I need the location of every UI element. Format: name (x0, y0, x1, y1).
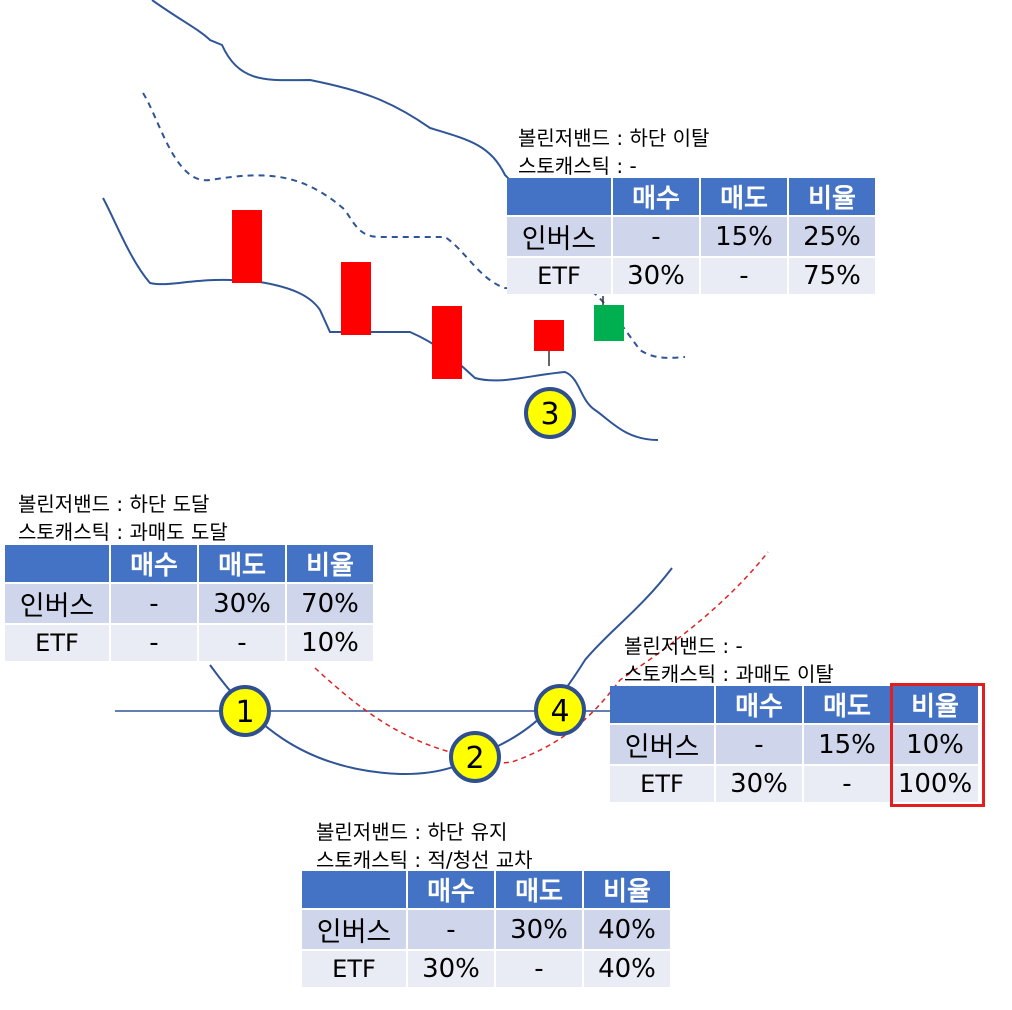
col-buy: 매수 (716, 686, 802, 723)
marker-1-label: 1 (235, 695, 254, 730)
buy-value: - (111, 625, 197, 661)
step-marker-1: 1 (219, 685, 271, 737)
stochastic-status: 스토캐스틱 : 과매도 도달 (18, 520, 228, 544)
bearish-candle (341, 262, 371, 335)
col-sell: 매도 (804, 686, 890, 723)
bollinger-upper-band (151, 0, 526, 196)
col-ratio: 비율 (584, 871, 670, 908)
panel-4-table: 매수 매도 비율 인버스 - 15% 10% ETF 30% - 100% (608, 684, 980, 804)
sell-value: 15% (701, 217, 787, 256)
ratio-value: 10% (287, 625, 373, 661)
table-corner (302, 871, 406, 908)
panel-2-note: 볼린저밴드 : 하단 유지 스토캐스틱 : 적/청선 교차 (316, 818, 533, 874)
ratio-value: 40% (584, 951, 670, 987)
buy-value: 30% (408, 951, 494, 987)
bollinger-status: 볼린저밴드 : 하단 유지 (316, 820, 508, 844)
ratio-value: 100% (892, 766, 978, 802)
sell-value: - (199, 625, 285, 661)
bollinger-lower-band (102, 197, 659, 441)
stochastic-status: 스토캐스틱 : 과매도 이탈 (624, 662, 834, 686)
col-ratio: 비율 (789, 178, 875, 215)
bollinger-middle-band (142, 92, 686, 359)
panel-1-note: 볼린저밴드 : 하단 도달 스토캐스틱 : 과매도 도달 (18, 490, 228, 546)
bearish-candle (534, 320, 564, 351)
panel-3-note: 볼린저밴드 : 하단 이탈 스토캐스틱 : - (518, 124, 709, 180)
step-marker-3: 3 (524, 387, 576, 439)
ratio-value: 40% (584, 910, 670, 949)
bearish-candle (232, 210, 262, 283)
marker-2-label: 2 (465, 741, 484, 776)
ratio-value: 25% (789, 217, 875, 256)
marker-4-label: 4 (550, 694, 569, 729)
col-sell: 매도 (701, 178, 787, 215)
row-label: 인버스 (302, 910, 406, 949)
bollinger-status: 볼린저밴드 : - (624, 634, 743, 658)
sell-value: - (701, 258, 787, 294)
stochastic-status: 스토캐스틱 : 적/청선 교차 (316, 848, 533, 872)
marker-3-label: 3 (540, 397, 559, 432)
sell-value: 15% (804, 725, 890, 764)
buy-value: - (111, 584, 197, 623)
table-row: 인버스 - 30% 40% (302, 910, 670, 949)
ratio-value: 75% (789, 258, 875, 294)
col-buy: 매수 (111, 545, 197, 582)
row-label: 인버스 (507, 217, 611, 256)
row-label: ETF (610, 766, 714, 802)
col-ratio: 비율 (892, 686, 978, 723)
row-label: ETF (5, 625, 109, 661)
row-label: ETF (302, 951, 406, 987)
panel-2-table: 매수 매도 비율 인버스 - 30% 40% ETF 30% - 40% (300, 869, 672, 989)
buy-value: - (408, 910, 494, 949)
table-row: ETF - - 10% (5, 625, 373, 661)
panel-1-table: 매수 매도 비율 인버스 - 30% 70% ETF - - 10% (3, 543, 375, 663)
bollinger-status: 볼린저밴드 : 하단 도달 (18, 492, 210, 516)
table-row: ETF 30% - 40% (302, 951, 670, 987)
row-label: ETF (507, 258, 611, 294)
col-sell: 매도 (199, 545, 285, 582)
ratio-value: 70% (287, 584, 373, 623)
table-row: 인버스 - 15% 10% (610, 725, 978, 764)
table-row: ETF 30% - 100% (610, 766, 978, 802)
table-corner (5, 545, 109, 582)
buy-value: - (716, 725, 802, 764)
sell-value: 30% (496, 910, 582, 949)
table-row: 인버스 - 30% 70% (5, 584, 373, 623)
panel-3-table: 매수 매도 비율 인버스 - 15% 25% ETF 30% - 75% (505, 176, 877, 296)
buy-value: - (613, 217, 699, 256)
table-row: ETF 30% - 75% (507, 258, 875, 294)
ratio-value: 10% (892, 725, 978, 764)
col-sell: 매도 (496, 871, 582, 908)
table-corner (610, 686, 714, 723)
table-row: 인버스 - 15% 25% (507, 217, 875, 256)
row-label: 인버스 (610, 725, 714, 764)
col-ratio: 비율 (287, 545, 373, 582)
bullish-candle (594, 305, 624, 341)
col-buy: 매수 (613, 178, 699, 215)
bollinger-status: 볼린저밴드 : 하단 이탈 (518, 126, 710, 150)
row-label: 인버스 (5, 584, 109, 623)
buy-value: 30% (716, 766, 802, 802)
bearish-candle (432, 306, 462, 379)
stochastic-status: 스토캐스틱 : - (518, 154, 637, 178)
table-corner (507, 178, 611, 215)
sell-value: - (804, 766, 890, 802)
step-marker-2: 2 (449, 731, 501, 783)
sell-value: 30% (199, 584, 285, 623)
col-buy: 매수 (408, 871, 494, 908)
stochastic-d-line (314, 551, 769, 764)
panel-4-note: 볼린저밴드 : - 스토캐스틱 : 과매도 이탈 (624, 632, 834, 688)
ratio-column-highlight (890, 683, 985, 807)
sell-value: - (496, 951, 582, 987)
buy-value: 30% (613, 258, 699, 294)
step-marker-4: 4 (534, 684, 586, 736)
